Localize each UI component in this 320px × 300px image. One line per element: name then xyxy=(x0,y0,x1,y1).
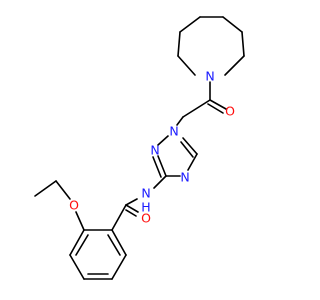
bond xyxy=(125,209,137,217)
hydrogen-atom-amide: H xyxy=(141,200,150,215)
nitrogen-atom-azepane: N xyxy=(205,69,214,84)
bond xyxy=(111,229,127,256)
bond xyxy=(176,116,184,126)
bond xyxy=(75,211,85,231)
bond xyxy=(75,234,89,256)
oxygen-atom-carbonyl: O xyxy=(225,104,235,119)
bond xyxy=(157,155,167,177)
bond xyxy=(182,137,198,155)
bond xyxy=(177,55,196,76)
nitrogen-atom-triazole-2: N xyxy=(150,143,159,158)
bond xyxy=(222,16,243,33)
bond xyxy=(207,103,224,114)
oxygen-atom-amide: O xyxy=(141,211,151,226)
bond xyxy=(55,180,71,200)
bond xyxy=(224,55,245,76)
bond xyxy=(182,99,211,118)
bonds xyxy=(34,16,245,280)
bond xyxy=(153,175,167,189)
bond xyxy=(241,31,245,57)
bond xyxy=(69,229,85,256)
bond xyxy=(177,31,181,57)
atom-labels: N O N N N N H O O xyxy=(69,69,235,226)
bond xyxy=(125,198,138,206)
bond xyxy=(34,180,57,197)
bond xyxy=(179,16,201,33)
bond xyxy=(180,141,194,158)
molecule-structure: N O N N N N H O O xyxy=(34,16,245,280)
bond xyxy=(125,204,139,213)
bond xyxy=(209,99,227,110)
bond xyxy=(111,204,127,231)
nitrogen-atom-triazole-1: N xyxy=(169,124,178,139)
bond xyxy=(157,135,169,146)
bond xyxy=(111,254,127,280)
oxygen-atom-ether: O xyxy=(69,198,79,213)
bond xyxy=(69,254,85,280)
bond xyxy=(152,156,162,178)
nitrogen-atom-triazole-4: N xyxy=(180,170,189,185)
bond xyxy=(107,234,121,256)
nitrogen-atom-amide: N xyxy=(141,186,150,201)
bond xyxy=(187,153,198,171)
